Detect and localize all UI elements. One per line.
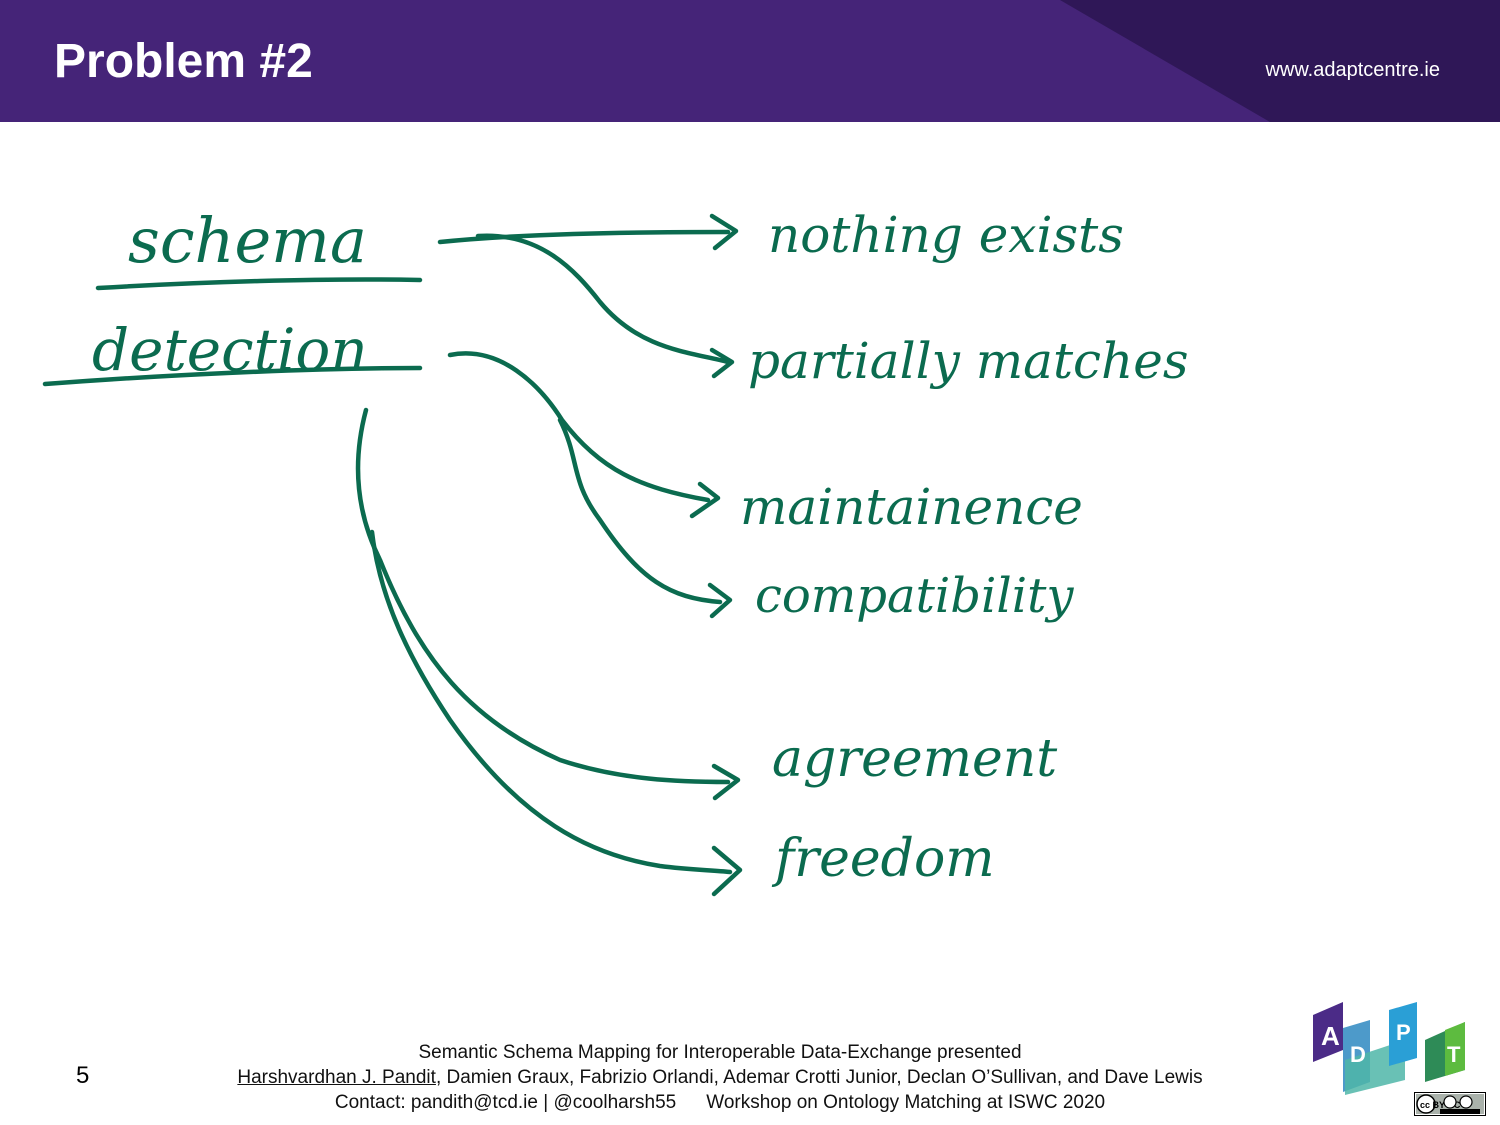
label-partially-matches: partially matches	[748, 332, 1189, 390]
arrowhead-partially-matches	[709, 347, 735, 379]
diagram-canvas: schema detection nothing exists partiall…	[42, 204, 1189, 897]
arrow-nothing-exists	[437, 229, 731, 245]
coauthors-text: , Damien Graux, Fabrizio Orlandi, Ademar…	[435, 1067, 1203, 1088]
label-nothing-exists: nothing exists	[768, 206, 1124, 264]
label-detection: detection	[92, 316, 368, 384]
label-agreement: agreement	[772, 729, 1057, 789]
website-link[interactable]: www.adaptcentre.ie	[1265, 59, 1440, 81]
cc-license-badge: cc BY NC	[1414, 1092, 1486, 1116]
adapt-logo: A D P T	[1313, 1002, 1465, 1095]
schema-underline	[95, 277, 423, 291]
footer-authors-line: Harshvardhan J. Pandit, Damien Graux, Fa…	[150, 1065, 1290, 1090]
label-maintainence: maintainence	[740, 478, 1083, 536]
author-link[interactable]: Harshvardhan J. Pandit	[237, 1067, 436, 1088]
header-bar: Problem #2 www.adaptcentre.ie	[0, 0, 1500, 122]
logo-letter-a: A	[1321, 1021, 1340, 1051]
logo-letter-d: D	[1350, 1042, 1366, 1067]
arrow-partially-matches	[475, 233, 731, 365]
arrow-compatibility	[557, 417, 723, 605]
arrow-agreement	[355, 407, 731, 785]
arrowhead-agreement	[711, 763, 741, 801]
page-number: 5	[76, 1062, 90, 1089]
arrowhead-freedom	[711, 845, 743, 897]
label-freedom: freedom	[771, 829, 995, 889]
logo-letter-t: T	[1447, 1042, 1461, 1067]
footer-paper-title: Semantic Schema Mapping for Interoperabl…	[418, 1042, 1022, 1063]
arrowhead-compatibility	[707, 582, 733, 619]
footer-citation: Semantic Schema Mapping for Interoperabl…	[150, 1040, 1290, 1115]
handwritten-diagram: schema detection nothing exists partiall…	[0, 122, 1500, 1002]
footer-contact-line: Contact: pandith@tcd.ie | @coolharsh55 Wo…	[150, 1090, 1290, 1115]
venue-text: Workshop on Ontology Matching at ISWC 20…	[706, 1092, 1106, 1113]
detection-underline	[42, 365, 423, 387]
contact-text: Contact: pandith@tcd.ie | @coolharsh55	[334, 1092, 677, 1113]
label-schema: schema	[128, 204, 367, 277]
slide-title: Problem #2	[54, 35, 313, 88]
arrowhead-nothing-exists	[709, 213, 739, 251]
license-text: cc BY NC	[1420, 1100, 1461, 1110]
arrowhead-maintainence	[689, 481, 721, 519]
label-compatibility: compatibility	[755, 568, 1074, 624]
arrow-freedom	[369, 529, 733, 875]
header-shade	[1060, 0, 1500, 122]
logo-letter-p: P	[1396, 1020, 1411, 1045]
